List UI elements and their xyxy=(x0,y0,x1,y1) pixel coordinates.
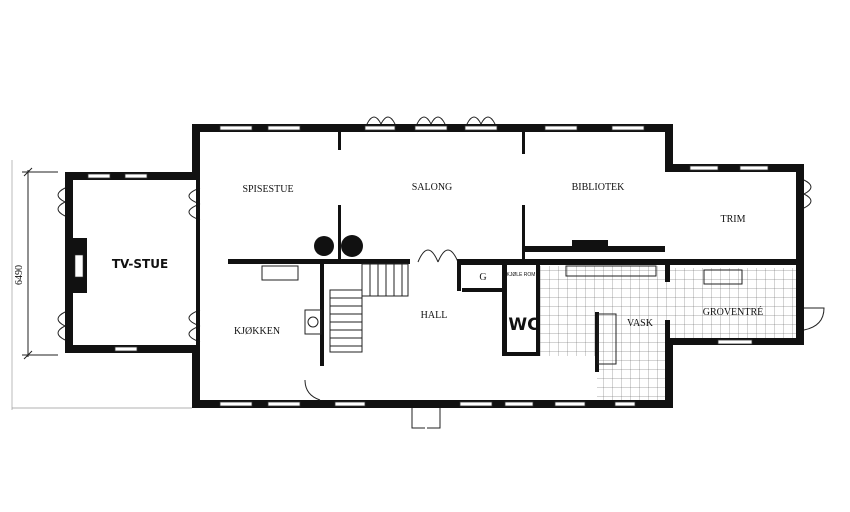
label-trim: TRIM xyxy=(721,214,746,225)
label-kjokken: KJØKKEN xyxy=(234,326,280,337)
label-tv-stue: TV-STUE xyxy=(112,257,168,271)
windows xyxy=(87,125,769,407)
label-groventre: GROVENTRÉ xyxy=(703,306,764,318)
label-spisestue: SPISESTUE xyxy=(242,184,293,195)
staircase xyxy=(329,263,409,353)
label-wc: WC xyxy=(508,315,539,335)
room-labels: TV-STUE SPISESTUE SALONG BIBLIOTEK TRIM … xyxy=(112,182,763,337)
label-hall: HALL xyxy=(421,310,448,321)
dimension-line: 6490 xyxy=(14,167,58,360)
interior-walls xyxy=(196,132,804,372)
fireplace xyxy=(314,235,608,257)
label-g: G xyxy=(479,272,486,283)
tiled-floor xyxy=(540,266,800,401)
dimension-text: 6490 xyxy=(14,265,25,285)
label-vask: VASK xyxy=(627,318,654,329)
label-bibliotek: BIBLIOTEK xyxy=(572,182,626,193)
label-kjole-rom: KJØLE ROM xyxy=(507,272,536,278)
kitchen-fixtures xyxy=(261,265,743,365)
label-salong: SALONG xyxy=(412,182,453,193)
